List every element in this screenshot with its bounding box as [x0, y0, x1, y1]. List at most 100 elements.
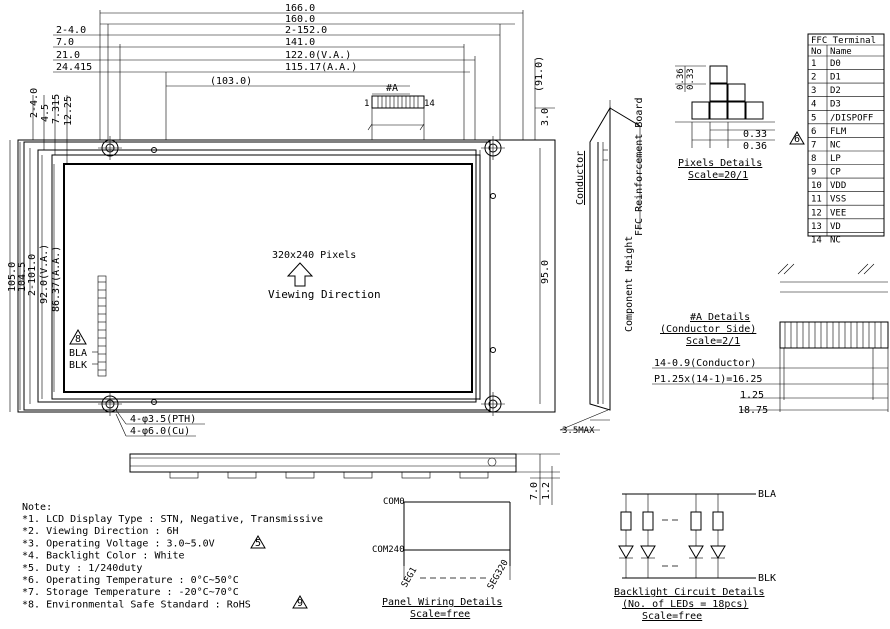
note-item: *2. Viewing Direction : 6H — [22, 526, 179, 537]
backlight-pin-strip — [97, 275, 107, 377]
a-details-sub: (Conductor Side) — [660, 324, 756, 335]
component-height-label: Component Height — [624, 236, 635, 332]
ffc-table-title: FFC Terminal — [811, 36, 876, 46]
mounting-hole-br — [481, 392, 505, 416]
warning-triangle-icon — [69, 328, 87, 345]
dim-1045: 104.5 — [17, 262, 28, 292]
backlight-title: Backlight Circuit Details — [614, 587, 765, 598]
warning-number: 9 — [297, 598, 303, 609]
wiring-title: Panel Wiring Details — [382, 597, 502, 608]
dim-left-1225: 12.25 — [63, 96, 74, 126]
pixel-details-scale: Scale=20/1 — [688, 170, 748, 181]
bottom-dim-7: 7.0 — [529, 482, 540, 500]
right-dimensions: 95.0 — [539, 148, 551, 404]
ffc-row-name: VDD — [830, 181, 846, 191]
backlight-sub: (No. of LEDs = 18pcs) — [622, 599, 748, 610]
warning-number: 5 — [255, 538, 261, 549]
ffc-row-no: 9 — [811, 168, 816, 178]
a-details-title: #A Details — [690, 312, 750, 323]
ffc-row-name: D0 — [830, 59, 841, 69]
ffc-row-name: VEE — [830, 208, 846, 218]
dim-105: 105.0 — [7, 262, 18, 292]
ffc-row-name: NC — [830, 140, 841, 150]
wiring-scale: Scale=free — [410, 609, 470, 620]
dim-left-7315: 7.315 — [51, 94, 62, 124]
dim-left-2-4: 2-4.0 — [29, 88, 40, 118]
mounting-hole-bl — [98, 392, 122, 416]
ffc-row-no: 13 — [811, 222, 822, 232]
blk-label: BLK — [69, 360, 87, 371]
bottom-dim-1-2: 1.2 — [541, 482, 552, 500]
note-item: *6. Operating Temperature : 0°C~50°C — [22, 575, 239, 586]
side-view — [559, 100, 641, 431]
dim-left-4-5: 4.5 — [40, 104, 51, 122]
pixel-dim-036: 0.36 — [676, 68, 686, 90]
ffc-row-no: 10 — [811, 181, 822, 191]
pixel-dim-033: 0.33 — [686, 68, 696, 90]
a-dim-pitch: P1.25x(14-1)=16.25 — [654, 374, 762, 385]
pixel-details — [675, 65, 775, 148]
backlight-scale: Scale=free — [642, 611, 702, 622]
ffc-connector — [367, 93, 425, 141]
note-item: *5. Duty : 1/240duty — [22, 563, 142, 574]
ffc-row-name: CP — [830, 168, 841, 178]
wiring-com0: COM0 — [383, 497, 405, 507]
dim-24415: 24.415 — [56, 62, 92, 73]
conductor-label: Conductor — [575, 151, 586, 205]
dim-91: (91.0) — [534, 56, 545, 92]
ffc-row-no: 11 — [811, 195, 822, 205]
ffc-header-no: No — [811, 47, 822, 57]
pcb-outline — [23, 141, 491, 411]
dim-92: 92.0(V.A.) — [39, 244, 50, 304]
dim-8637: 86.37(A.A.) — [51, 246, 62, 312]
backlight-bla: BLA — [758, 489, 776, 500]
note-item: *8. Environmental Safe Standard : RoHS — [22, 599, 251, 610]
ffc-row-no: 8 — [811, 154, 816, 164]
ffc-row-name: VSS — [830, 195, 846, 205]
pixels-label: 320x240 Pixels — [272, 250, 356, 261]
ffc-row-no: 12 — [811, 208, 822, 218]
dim-21: 21.0 — [56, 50, 80, 61]
a-dim-conductor: 14-0.9(Conductor) — [654, 358, 756, 369]
ffc-row-name: /DISPOFF — [830, 113, 873, 123]
connector-pin1: 1 — [364, 99, 369, 109]
ffc-row-name: D1 — [830, 73, 841, 83]
warning-triangle-icon — [789, 131, 805, 145]
warning-triangle-icon — [292, 595, 308, 609]
mounting-hole-tl — [98, 136, 122, 160]
hole-cu-label: 4-φ6.0(Cu) — [130, 426, 190, 437]
connector-label: #A — [386, 83, 398, 94]
panel-wiring-diagram — [403, 501, 511, 580]
dim-11517: 115.17(A.A.) — [285, 62, 357, 73]
viewing-direction-arrow-icon — [286, 262, 314, 287]
active-area-outline — [63, 163, 473, 393]
pixel-details-title: Pixels Details — [678, 158, 762, 169]
ffc-row-name: NC — [830, 235, 841, 245]
wiring-com240: COM240 — [372, 545, 405, 555]
left-dimensions: 2-4.0 4.5 7.315 12.25 105.0 104.5 2-101.… — [7, 88, 100, 412]
dim-122: 122.0(V.A.) — [285, 50, 351, 61]
top-dimensions: 166.0 160.0 2-4.0 2-152.0 7.0 141.0 21.0… — [53, 3, 555, 140]
ffc-row-name: LP — [830, 154, 841, 164]
ffc-row-name: FLM — [830, 127, 847, 137]
bla-label: BLA — [69, 348, 87, 359]
wiring-seg1: SEG1 — [400, 566, 420, 590]
hole-pth-label: 4-φ3.5(PTH) — [130, 414, 196, 425]
notes-title: Note: — [22, 502, 52, 513]
ffc-row-no: 4 — [811, 100, 816, 110]
ffc-row-no: 3 — [811, 86, 816, 96]
ffc-header-name: Name — [830, 47, 852, 57]
viewing-direction-label: Viewing Direction — [268, 288, 381, 301]
a-details-scale: Scale=2/1 — [686, 336, 740, 347]
front-view: #A 1 14 8 BLA BLK 320x240 Pixels Viewing… — [17, 10, 556, 437]
dim-160: 160.0 — [285, 14, 315, 25]
ffc-row-name: D3 — [830, 100, 841, 110]
ffc-row-name: VD — [830, 222, 841, 232]
dim-3: 3.0 — [540, 108, 551, 126]
dim-7: 7.0 — [56, 37, 74, 48]
dim-2-152: 2-152.0 — [285, 25, 327, 36]
backlight-circuit-diagram — [618, 493, 756, 579]
note-item: *4. Backlight Color : White — [22, 551, 185, 562]
note-item: *1. LCD Display Type : STN, Negative, Tr… — [22, 514, 323, 525]
